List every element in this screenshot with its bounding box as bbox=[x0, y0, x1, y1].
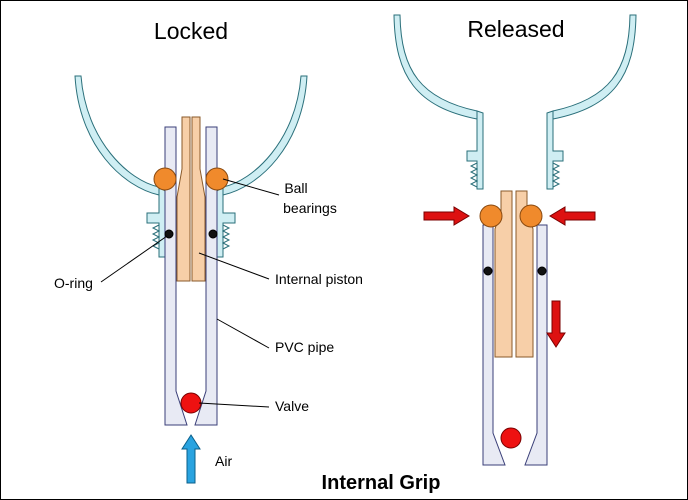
locked-flexible-cup bbox=[74, 75, 308, 196]
released-ball-bearing-left bbox=[479, 204, 503, 228]
released-o-ring-left bbox=[483, 266, 493, 276]
leader-o-ring bbox=[100, 235, 168, 283]
released-cup-collar-left bbox=[466, 110, 484, 190]
released-panel: Released bbox=[393, 14, 637, 466]
locked-pvc-pipe-right bbox=[194, 126, 218, 426]
pressure-arrow-right bbox=[549, 206, 596, 226]
pressure-arrow-left bbox=[423, 206, 470, 226]
leader-ball-bearings bbox=[222, 178, 280, 196]
label-air: Air bbox=[215, 453, 232, 469]
locked-pvc-pipe-left bbox=[164, 126, 188, 426]
released-threads-right bbox=[551, 162, 561, 188]
label-internal-piston: Internal piston bbox=[275, 271, 363, 287]
locked-panel: Locked Ball bearings O-ring Interna bbox=[54, 18, 363, 484]
label-ball-bearings-line2: bearings bbox=[283, 200, 337, 216]
released-valve-ball bbox=[500, 427, 522, 449]
locked-ball-bearing-left bbox=[153, 167, 177, 191]
label-pvc-pipe: PVC pipe bbox=[275, 339, 334, 355]
released-pvc-pipe-right bbox=[524, 224, 548, 466]
released-o-ring-right bbox=[537, 266, 547, 276]
locked-threads-right bbox=[221, 224, 231, 250]
locked-title: Locked bbox=[154, 18, 228, 44]
locked-cup-collar-right bbox=[216, 186, 236, 258]
label-ball-bearings-line1: Ball bbox=[284, 180, 307, 196]
leader-internal-piston bbox=[198, 252, 270, 280]
air-arrow bbox=[181, 434, 201, 484]
locked-threads-left bbox=[151, 224, 161, 250]
leader-pvc-pipe bbox=[216, 318, 270, 349]
released-threads-left bbox=[469, 162, 479, 188]
locked-cup-collar-left bbox=[146, 186, 166, 258]
released-cup-collar-right bbox=[546, 110, 564, 190]
downward-arrow bbox=[546, 300, 566, 348]
released-ball-bearing-right bbox=[519, 204, 543, 228]
released-title: Released bbox=[467, 16, 564, 42]
label-valve: Valve bbox=[275, 398, 309, 414]
label-o-ring: O-ring bbox=[54, 275, 93, 291]
locked-ball-bearing-right bbox=[205, 167, 229, 191]
locked-internal-piston bbox=[176, 116, 206, 282]
locked-o-ring-right bbox=[208, 229, 218, 239]
leader-valve bbox=[198, 402, 270, 408]
diagram-title: Internal Grip bbox=[322, 472, 441, 494]
locked-valve-ball bbox=[180, 392, 202, 414]
